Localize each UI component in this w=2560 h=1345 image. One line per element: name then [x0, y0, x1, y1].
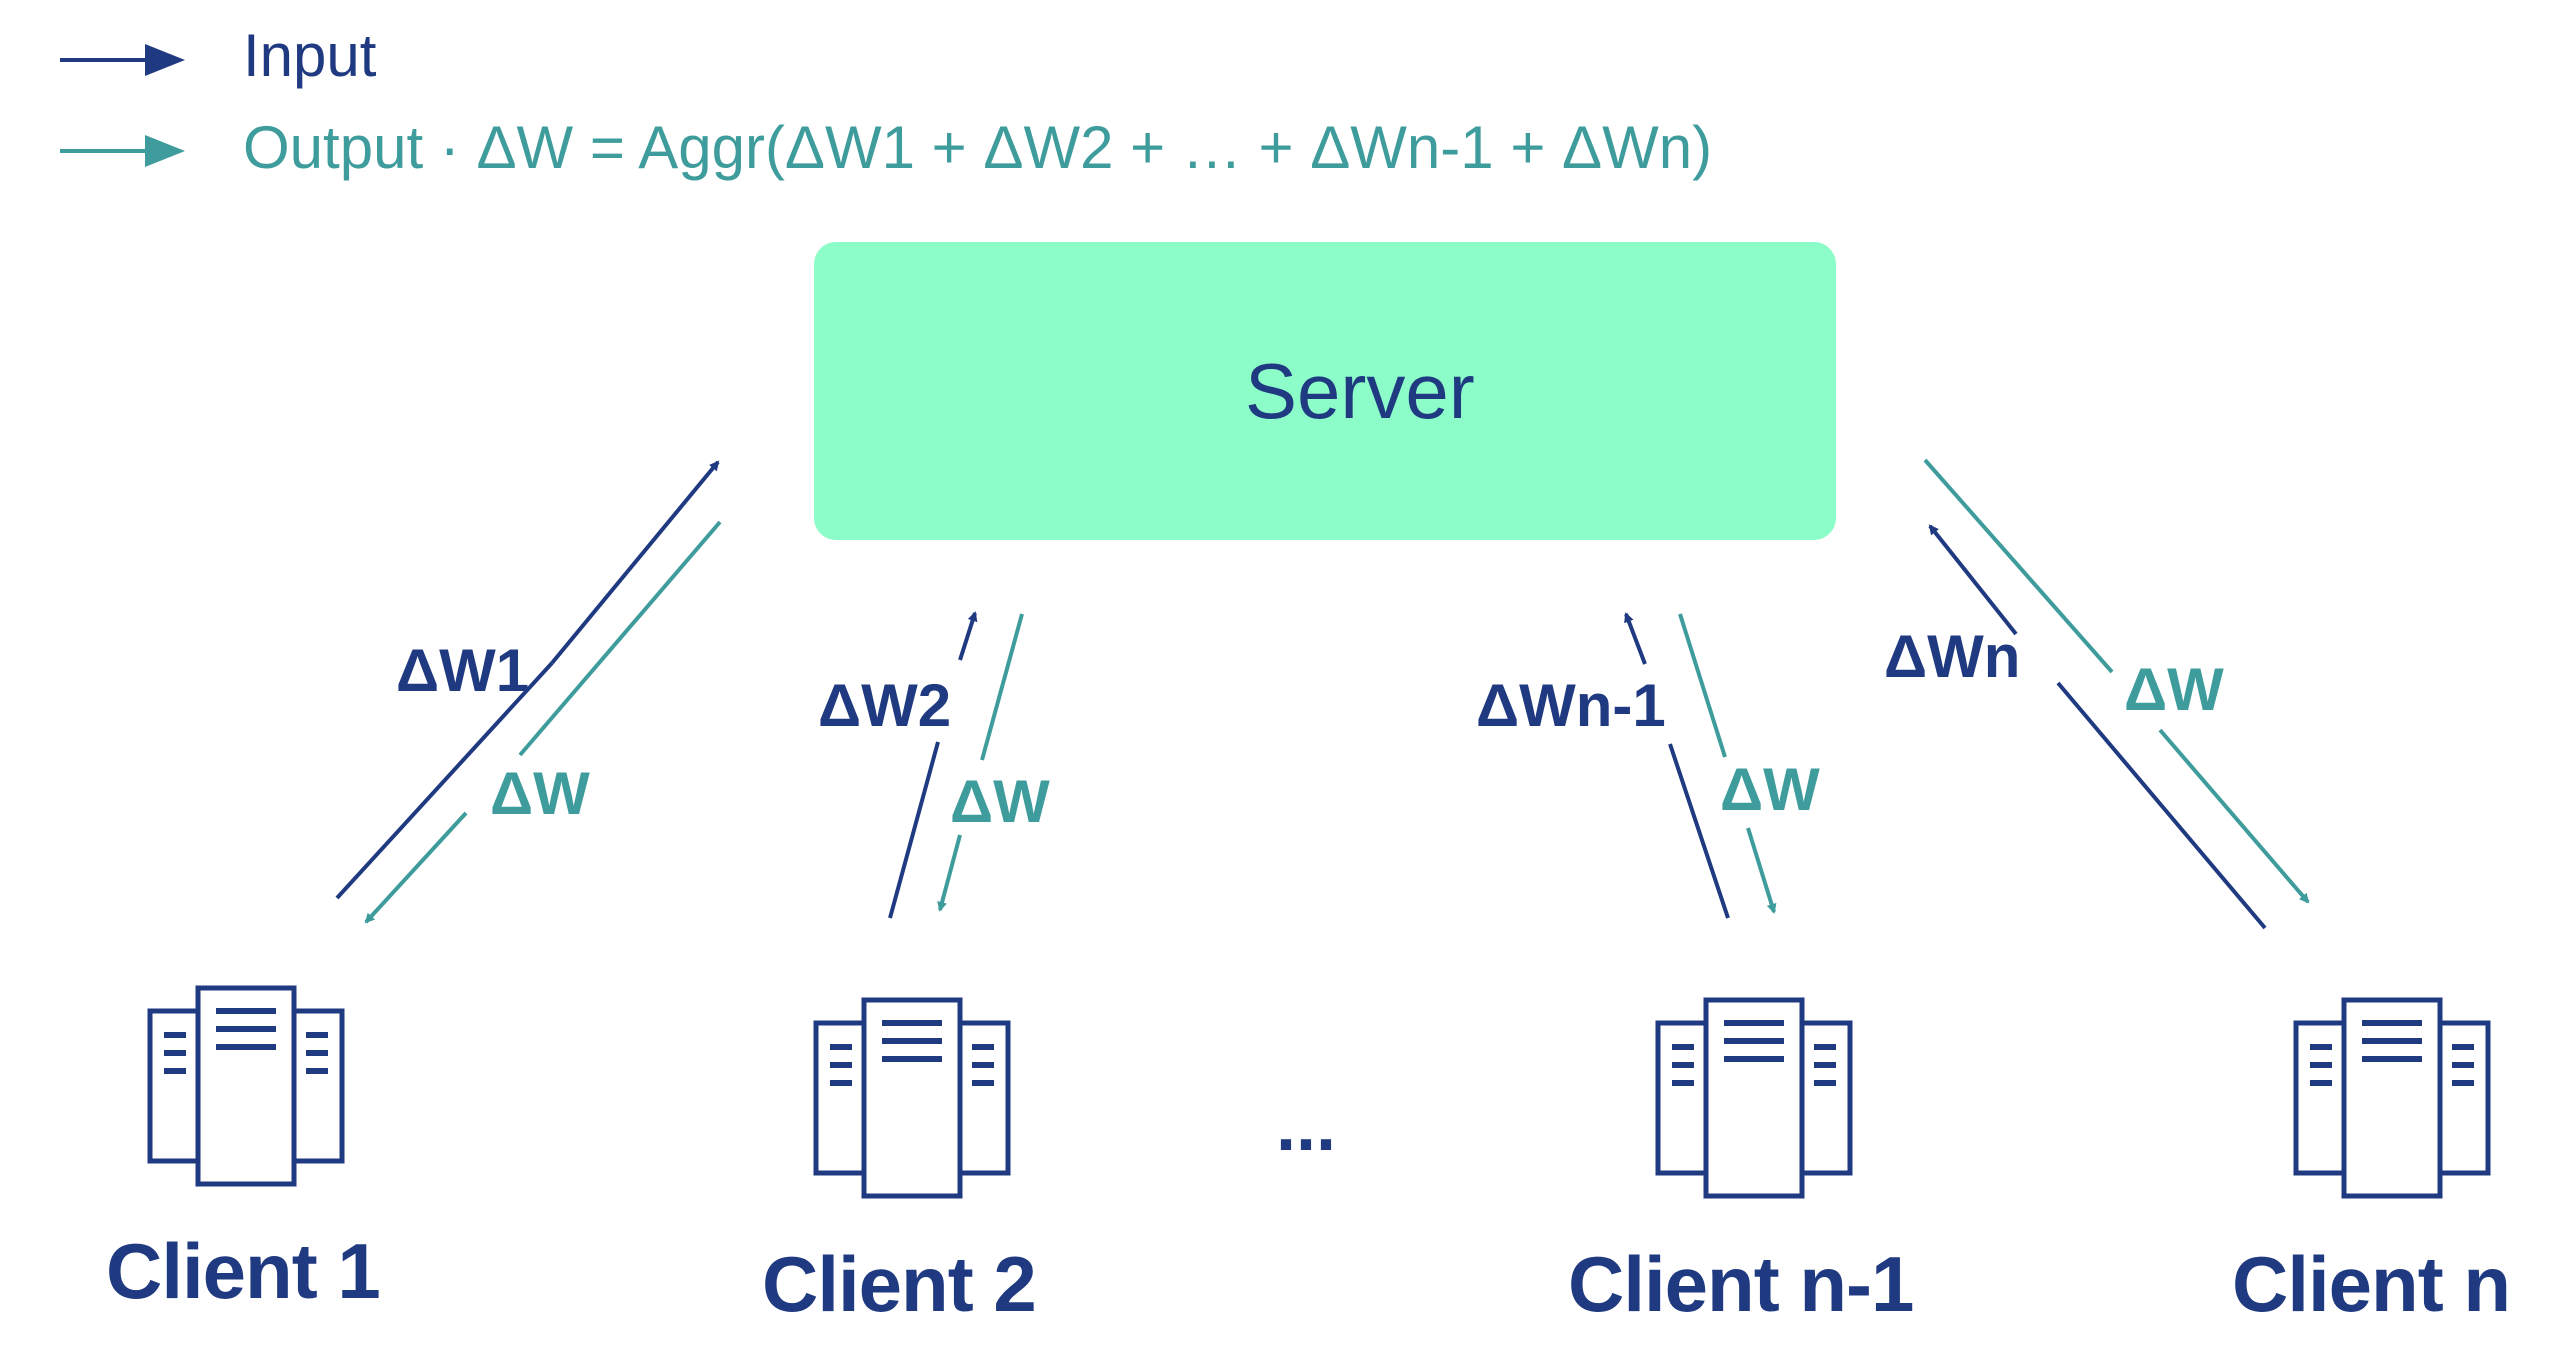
edge-label-up-client-n-1: ΔWn-1: [1476, 672, 1666, 739]
output-arrow-client-n-1: [1678, 613, 1727, 758]
server-box: [814, 242, 1836, 540]
input-arrow-client-n-1: [1668, 743, 1730, 919]
output-arrow-client-2-head: [937, 834, 962, 912]
edge-label-up-client-n: ΔWn: [1884, 623, 2021, 690]
output-arrow-client-n-head: [2158, 728, 2310, 904]
legend-input-arrow: [60, 44, 185, 76]
server-rack-icon: [150, 988, 342, 1184]
clients-ellipsis: ...: [1276, 1086, 1337, 1166]
output-arrow-client-n-1-head: [1746, 827, 1777, 914]
server-label: Server: [1245, 347, 1475, 435]
client-label-n: Client n: [2232, 1240, 2511, 1328]
input-arrow-client-n-head: [1928, 524, 2018, 636]
server-rack-icon: [1658, 1000, 1850, 1196]
output-arrow-client-2: [980, 613, 1024, 761]
edge-label-down-client-n-1: ΔW: [1720, 756, 1820, 823]
input-arrow-client-n-1-head: [1624, 612, 1647, 665]
input-arrow-client-2: [888, 741, 940, 919]
legend-input-label: Input: [243, 22, 377, 89]
edge-label-down-client-2: ΔW: [950, 768, 1050, 835]
edge-label-down-client-n: ΔW: [2124, 656, 2224, 723]
edge-label-up-client-2: ΔW2: [818, 672, 952, 739]
input-arrow-client-1-head: [550, 460, 720, 665]
legend-output-arrow: [60, 135, 185, 167]
output-arrow-client-n: [1923, 458, 2114, 674]
client-label-1: Client 1: [106, 1227, 381, 1315]
output-arrow-client-1-head: [364, 811, 468, 924]
output-arrow-client-1: [518, 520, 722, 757]
edge-label-up-client-1: ΔW1: [396, 637, 530, 704]
edge-label-down-client-1: ΔW: [490, 760, 590, 827]
input-arrow-client-n: [2056, 681, 2267, 930]
server-rack-icon: [2296, 1000, 2488, 1196]
client-label-2: Client 2: [762, 1240, 1037, 1328]
input-arrow-client-2-head: [958, 611, 978, 661]
input-arrow-client-1: [335, 661, 554, 900]
legend-output-label: Output · ΔW = Aggr(ΔW1 + ΔW2 + … + ΔWn-1…: [243, 114, 1713, 181]
server-rack-icon: [816, 1000, 1008, 1196]
client-label-n-1: Client n-1: [1568, 1240, 1914, 1328]
